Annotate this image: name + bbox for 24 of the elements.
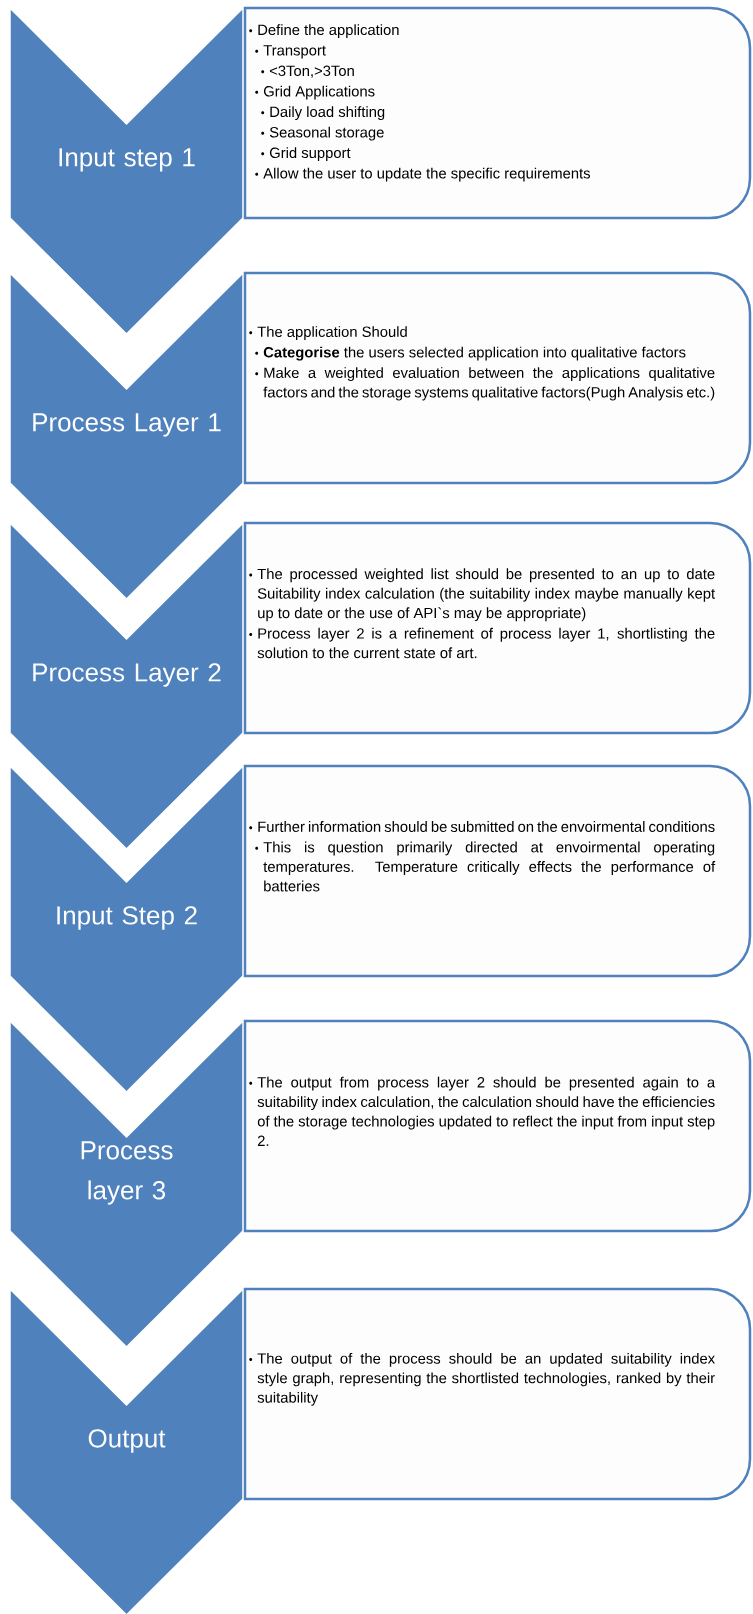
list-item: The processed weighted list should be presented to an up to date Suitability index calculation (the suitability index maybe manually kept up to date or the use of API`s may be appropriate) bbox=[257, 568, 715, 622]
list-item: Make a weighted evaluation between the applications qualitative factors and the storage systems qualitative factors(Pugh Analysis etc.) bbox=[263, 367, 715, 401]
list-item: The output from process layer 2 should be presented again to a suitability index calculation, the calculation should have the efficiencies of the storage technologies updated to reflect the input from input step 2. bbox=[257, 1076, 716, 1146]
list-item: Allow the user to update the specific requirements bbox=[263, 167, 591, 182]
list-item: Grid support bbox=[269, 147, 351, 161]
list-item: Transport bbox=[263, 45, 326, 59]
list-item: The application Should bbox=[257, 326, 407, 340]
text-box bbox=[243, 1019, 752, 1233]
list-item: <3Ton,>3Ton bbox=[269, 65, 354, 78]
list-item: This is question primarily directed at envoirmental operating temperatures. Temperature critically effects the performance of batteries bbox=[263, 841, 716, 892]
list-item: Grid Applications bbox=[263, 85, 375, 100]
list-item: Further information should be submitted on the envoirmental conditions bbox=[258, 821, 715, 832]
text-box bbox=[243, 1287, 752, 1501]
text-box bbox=[243, 764, 752, 978]
list-item: The output of the process should be an updated suitability index style graph, representing the shortlisted technologies, ranked by their suitability bbox=[257, 1352, 715, 1406]
list-item: Process layer 2 is a refinement of process layer 1, shortlisting the solution to the current state of art. bbox=[257, 627, 715, 659]
list-item: Daily load shifting bbox=[270, 106, 385, 120]
node-label: Output bbox=[88, 1429, 166, 1453]
text-box bbox=[243, 521, 752, 735]
text-box bbox=[243, 6, 752, 220]
text-box bbox=[243, 271, 752, 485]
list-item: Seasonal storage bbox=[269, 126, 384, 141]
list-item: Define the application bbox=[258, 24, 399, 38]
list-item: Categorise the users selected application into qualitative factors bbox=[263, 346, 686, 361]
